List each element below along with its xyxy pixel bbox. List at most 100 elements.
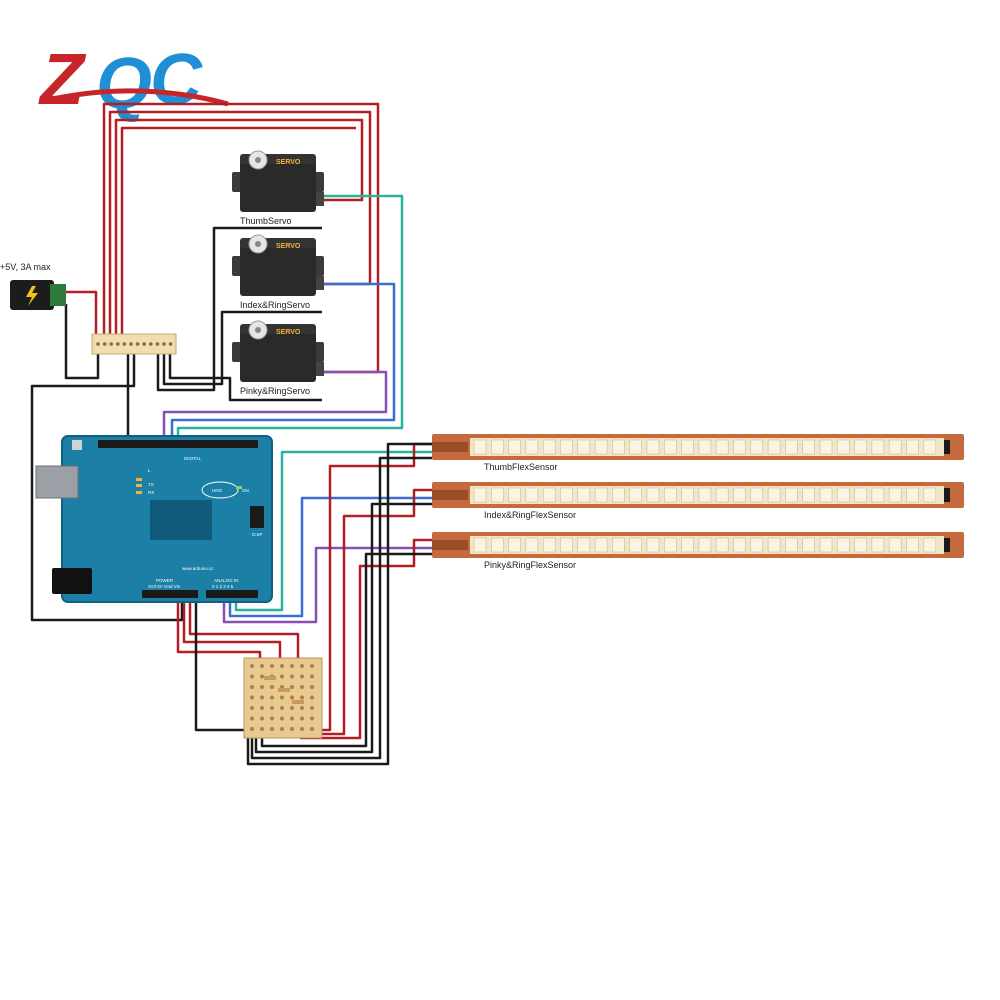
flex-label: ThumbFlexSensor (484, 462, 558, 472)
arduino-uno: UNO ON TX RX L DIGITAL www.arduino.cc PO… (35, 435, 273, 603)
proto-hole (290, 716, 294, 721)
servo-body (240, 244, 316, 296)
led-l (136, 478, 142, 481)
proto-hole (300, 706, 304, 710)
proto-hole (270, 695, 274, 700)
arduino-icsp-label: ICSP (252, 532, 263, 537)
proto-hole (260, 695, 264, 700)
proto-hole (310, 706, 314, 710)
flex-segment (802, 487, 816, 503)
flex-segment (473, 487, 487, 503)
flex-segment (802, 439, 816, 455)
flex-segment (836, 439, 850, 455)
arduino-analog-label: ANALOG IN (214, 578, 239, 583)
proto-hole (300, 674, 304, 679)
servo-body (240, 160, 316, 212)
proto-hole (310, 695, 314, 700)
flex-segment (612, 439, 625, 455)
reset-button[interactable] (72, 440, 82, 450)
flex-segment (663, 537, 677, 553)
flex-segment (490, 487, 504, 503)
dc-barrel-port (52, 568, 92, 594)
proto-hole (300, 727, 304, 731)
flex-segment (923, 487, 937, 503)
wire-servo3-gnd (168, 352, 322, 402)
arduino-analog-pins: 0 1 2 3 4 5 (212, 584, 234, 589)
logo-z-letter: Z (38, 40, 87, 120)
flex-segment (473, 439, 487, 455)
flex-segment (646, 487, 660, 503)
proto-hole (260, 674, 264, 679)
wire-power-red (64, 290, 98, 340)
flex-segment (542, 537, 556, 553)
header-pin (135, 342, 140, 346)
proto-hole (260, 685, 264, 689)
wire-flex2-gnd (254, 502, 432, 754)
flex-segment (525, 487, 539, 503)
wire-proto-gnd (194, 442, 432, 766)
proto-hole (280, 716, 284, 721)
proto-hole (280, 674, 284, 679)
proto-hole (310, 716, 314, 721)
servo-label: ThumbServo (240, 216, 292, 226)
flex-segment (577, 537, 591, 553)
flex-segment (663, 487, 677, 503)
arduino-site-label: www.arduino.cc (182, 566, 214, 571)
flex-segment (612, 537, 625, 553)
wire-red-bus-3 (114, 118, 364, 340)
header-pin (109, 342, 113, 346)
flex-segment (819, 537, 833, 553)
flex-segment (646, 537, 660, 553)
flex-segment (525, 439, 539, 455)
flex-segment (594, 439, 608, 455)
flex-segment (594, 537, 608, 553)
flex-segment (767, 537, 781, 553)
wire-servo1-signal (176, 194, 404, 442)
flex-segment (836, 537, 850, 553)
proto-hole (290, 706, 294, 710)
flex-tip (944, 538, 950, 552)
flex-tip (944, 440, 950, 454)
servo-lead (316, 362, 324, 376)
flex-segment (594, 487, 608, 503)
proto-hole (290, 674, 294, 679)
flex-segment (715, 537, 729, 553)
proto-hole (280, 695, 284, 700)
flex-leads (432, 442, 468, 452)
header-pin (168, 342, 173, 346)
flex-label: Index&RingFlexSensor (484, 510, 576, 520)
logo-swoosh (47, 88, 229, 107)
proto-holes (250, 664, 314, 731)
header-pin (122, 342, 127, 346)
proto-hole (310, 685, 314, 689)
flex-leads (432, 490, 468, 500)
servos: SERVOThumbServoSERVOIndex&RingServoSERVO… (232, 150, 324, 396)
flex-tip (944, 488, 950, 502)
wire-flex1-signal (234, 450, 432, 612)
proto-hole (260, 727, 264, 731)
proto-hole (250, 695, 254, 700)
power-label: +5V, 3A max (0, 262, 51, 272)
flex-segment (802, 537, 816, 553)
icsp-header (250, 506, 264, 528)
header-pins (96, 342, 173, 346)
proto-hole (310, 674, 314, 679)
flex-segment (836, 487, 850, 503)
resistor-3 (292, 700, 304, 704)
proto-hole (310, 727, 314, 731)
proto-hole (290, 664, 294, 668)
flex-segment (629, 439, 643, 455)
chip (150, 500, 212, 540)
power-jack: +5V, 3A max (0, 262, 66, 310)
usb-port (35, 465, 79, 499)
wire-red-bus-4 (120, 126, 356, 340)
flex-sensor-2: Index&RingFlexSensor (432, 482, 964, 520)
flex-segment (854, 487, 867, 503)
flex-segment (612, 487, 625, 503)
proto-hole (270, 716, 274, 721)
flex-segment (715, 487, 729, 503)
wire-servo3-signal (162, 370, 388, 442)
proto-hole (300, 664, 304, 668)
